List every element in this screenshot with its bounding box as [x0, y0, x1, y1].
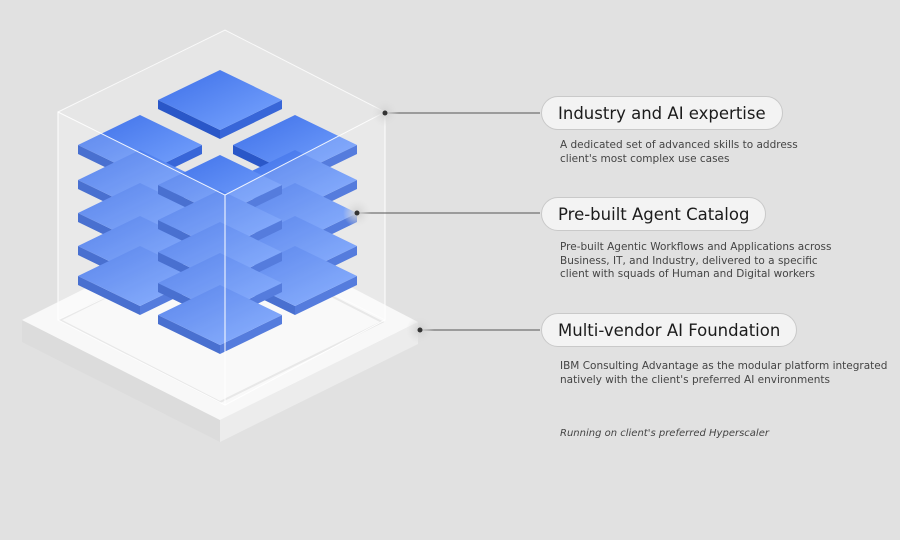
- hyperscaler-footnote: Running on client's preferred Hyperscale…: [560, 428, 769, 439]
- item-description-industry-ai-expertise: A dedicated set of advanced skills to ad…: [560, 139, 900, 166]
- description-line: Pre-built Agentic Workflows and Applicat…: [560, 241, 832, 253]
- description-line: client with squads of Human and Digital …: [560, 268, 815, 280]
- connector-lines: [357, 112, 540, 331]
- item-title-industry-ai-expertise: Industry and AI expertise: [541, 96, 783, 130]
- agent-tile: [158, 70, 282, 139]
- agent-tile: [158, 285, 282, 354]
- description-line: A dedicated set of advanced skills to ad…: [560, 139, 798, 151]
- description-line: client's most complex use cases: [560, 152, 730, 165]
- description-line: natively with the client's preferred AI …: [560, 373, 830, 386]
- connector-dots: [343, 99, 434, 344]
- item-title-pre-built-agent-catalog: Pre-built Agent Catalog: [541, 197, 767, 231]
- description-line: Business, IT, and Industry, delivered to…: [560, 254, 818, 267]
- glass-box-front: [57, 111, 386, 406]
- item-title-multi-vendor-ai-foundation: Multi-vendor AI Foundation: [541, 313, 798, 347]
- item-description-multi-vendor-ai-foundation: IBM Consulting Advantage as the modular …: [560, 360, 900, 387]
- agent-tiles: [78, 70, 357, 354]
- item-description-pre-built-agent-catalog: Pre-built Agentic Workflows and Applicat…: [560, 241, 900, 282]
- description-line: IBM Consulting Advantage as the modular …: [560, 360, 888, 372]
